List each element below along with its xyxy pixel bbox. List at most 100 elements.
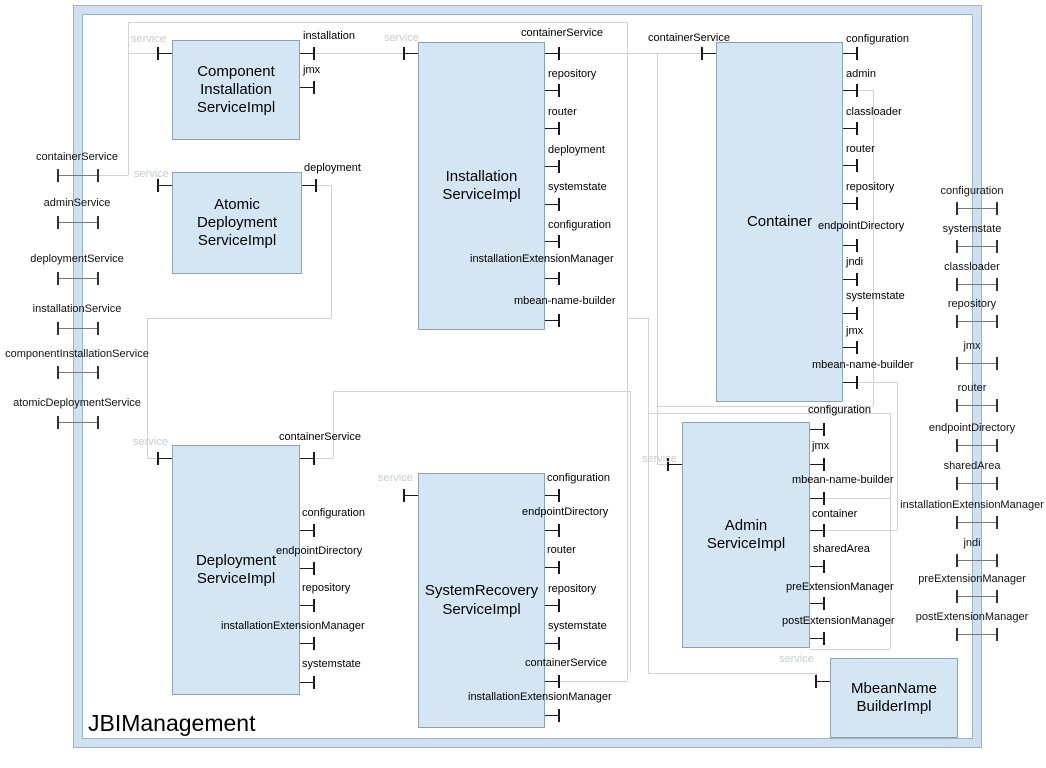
deployment-service-impl-port-configuration-bar bbox=[313, 524, 315, 537]
atomic-deployment-service-impl-port-service-label: service bbox=[134, 168, 169, 180]
deployment-service-impl-port-containerService-line bbox=[300, 458, 314, 459]
system-recovery-service-impl-port-installationExtensionManager-bar bbox=[558, 709, 560, 722]
boundary-port-right-repository-bar-1 bbox=[996, 315, 998, 328]
boundary-port-right-jndi-line bbox=[957, 560, 996, 561]
container-port-jmx-bar bbox=[856, 341, 858, 354]
boundary-port-right-classloader-bar-0 bbox=[956, 278, 958, 291]
admin-service-impl-port-configuration-bar bbox=[823, 423, 825, 436]
connector-segment bbox=[648, 413, 890, 414]
boundary-port-left-atomicDeploymentService-bar-0 bbox=[57, 416, 59, 429]
system-recovery-service-impl-port-endpointDirectory-label: endpointDirectory bbox=[522, 506, 609, 518]
boundary-port-left-componentInstallationService-line bbox=[58, 372, 97, 373]
boundary-port-right-jndi-bar-0 bbox=[956, 554, 958, 567]
connector-segment bbox=[657, 406, 873, 407]
boundary-port-right-endpointDirectory-line bbox=[957, 445, 996, 446]
admin-service-impl-port-postExtensionManager-label: postExtensionManager bbox=[782, 615, 895, 627]
installation-service-impl-port-router-bar bbox=[558, 122, 560, 135]
boundary-port-right-systemstate-line bbox=[957, 246, 996, 247]
system-recovery-service-impl-port-repository-bar bbox=[558, 599, 560, 612]
installation-service-impl-port-service-label: service bbox=[384, 32, 419, 44]
atomic-deployment-service-impl-title-line: Deployment bbox=[196, 213, 278, 231]
boundary-port-right-sharedArea-line bbox=[957, 483, 996, 484]
container-port-jmx-label: jmx bbox=[846, 325, 864, 337]
boundary-port-left-deploymentService-label: deploymentService bbox=[30, 253, 124, 265]
boundary-port-right-endpointDirectory-label: endpointDirectory bbox=[928, 422, 1016, 434]
admin-service-impl-title-line: ServiceImpl bbox=[706, 535, 786, 552]
boundary-port-left-adminService-line bbox=[58, 222, 97, 223]
container-port-classloader-label: classloader bbox=[846, 106, 902, 118]
container-port-jmx-line bbox=[843, 347, 857, 348]
connector-segment bbox=[559, 681, 627, 682]
component-installation-service-impl-port-jmx-bar bbox=[313, 81, 315, 94]
system-recovery-service-impl-port-configuration-label: configuration bbox=[547, 472, 610, 484]
container-port-systemstate-label: systemstate bbox=[846, 290, 905, 302]
admin-service-impl-port-configuration-line bbox=[810, 429, 824, 430]
mbean-name-builder-impl-port-service-bar bbox=[815, 675, 817, 688]
boundary-port-right-jndi-bar-1 bbox=[996, 554, 998, 567]
boundary-port-right-postExtensionManager-label: postExtensionManager bbox=[915, 611, 1029, 623]
installation-service-impl-port-service-bar bbox=[403, 47, 405, 60]
installation-service-impl-port-installationExtensionManager-label: installationExtensionManager bbox=[470, 253, 614, 265]
deployment-service-impl-port-endpointDirectory-bar bbox=[313, 562, 315, 575]
container-port-mbean-name-builder-line bbox=[843, 382, 857, 383]
boundary-port-left-atomicDeploymentService-line bbox=[58, 422, 97, 423]
boundary-port-right-configuration-bar-1 bbox=[996, 202, 998, 215]
component-installation-service-impl-port-installation-line bbox=[300, 53, 314, 54]
container-port-configuration-label: configuration bbox=[846, 33, 909, 45]
system-recovery-service-impl-port-repository-label: repository bbox=[548, 583, 597, 595]
deployment-service-impl-port-endpointDirectory-label: endpointDirectory bbox=[276, 545, 363, 557]
boundary-port-right-preExtensionManager-bar-0 bbox=[956, 590, 958, 603]
installation-service-impl-port-repository-label: repository bbox=[548, 68, 597, 80]
boundary-port-left-deploymentService-bar-0 bbox=[57, 272, 59, 285]
atomic-deployment-service-impl-port-service-bar bbox=[157, 179, 159, 192]
diagram-title: JBIManagement bbox=[88, 710, 256, 736]
container-port-endpointDirectory-line bbox=[843, 245, 857, 246]
connector-segment bbox=[333, 391, 334, 458]
deployment-service-impl-title-line: ServiceImpl bbox=[196, 570, 276, 587]
installation-service-impl-port-installationExtensionManager-bar bbox=[558, 272, 560, 285]
mbean-name-builder-impl-title-line: MbeanName bbox=[851, 679, 937, 697]
boundary-port-left-deploymentService-bar-1 bbox=[97, 272, 99, 285]
system-recovery-service-impl-port-repository-line bbox=[545, 605, 559, 606]
admin-service-impl-port-jmx-label: jmx bbox=[812, 440, 830, 452]
admin-service-impl-port-service-label: service bbox=[642, 453, 677, 465]
connector-segment bbox=[147, 318, 148, 458]
installation-service-impl-port-repository-line bbox=[545, 90, 559, 91]
installation-service-impl-port-deployment-label: deployment bbox=[548, 144, 605, 156]
installation-service-impl-port-configuration-line bbox=[545, 241, 559, 242]
boundary-port-right-configuration-label: configuration bbox=[940, 185, 1004, 197]
container-port-classloader-bar bbox=[856, 122, 858, 135]
component-installation-service-impl-port-service-bar bbox=[157, 47, 159, 60]
boundary-port-right-classloader-bar-1 bbox=[996, 278, 998, 291]
container-port-jndi-label: jndi bbox=[846, 256, 864, 268]
system-recovery-service-impl-port-systemstate-bar bbox=[558, 637, 560, 650]
container-port-jndi-line bbox=[843, 279, 857, 280]
system-recovery-service-impl-port-router-bar bbox=[558, 561, 560, 574]
connector-segment bbox=[873, 90, 874, 406]
installation-service-impl-port-service-line bbox=[404, 53, 418, 54]
boundary-port-right-configuration-line bbox=[957, 208, 996, 209]
installation-service-impl-port-systemstate-label: systemstate bbox=[548, 181, 607, 193]
boundary-port-right-systemstate-label: systemstate bbox=[942, 223, 1002, 235]
container[interactable]: Container bbox=[716, 42, 843, 402]
admin-service-impl-port-sharedArea-bar bbox=[823, 560, 825, 573]
component-installation-service-impl-title-line: Installation bbox=[200, 80, 272, 98]
installation-service-impl-port-mbean-name-builder-bar bbox=[558, 314, 560, 327]
deployment-service-impl-title-line: Deployment bbox=[195, 551, 277, 569]
atomic-deployment-service-impl-port-deployment-label: deployment bbox=[304, 162, 361, 174]
installation-service-impl-port-installationExtensionManager-line bbox=[545, 278, 559, 279]
boundary-port-left-adminService-bar-1 bbox=[97, 216, 99, 229]
boundary-port-left-atomicDeploymentService-bar-1 bbox=[97, 416, 99, 429]
connector-segment bbox=[648, 673, 816, 674]
boundary-port-left-componentInstallationService-label: componentInstallationService bbox=[5, 348, 149, 360]
installation-service-impl-port-containerService-label: containerService bbox=[521, 27, 603, 39]
boundary-port-left-containerService-bar-1 bbox=[97, 169, 99, 182]
admin-service-impl-port-sharedArea-line bbox=[810, 566, 824, 567]
